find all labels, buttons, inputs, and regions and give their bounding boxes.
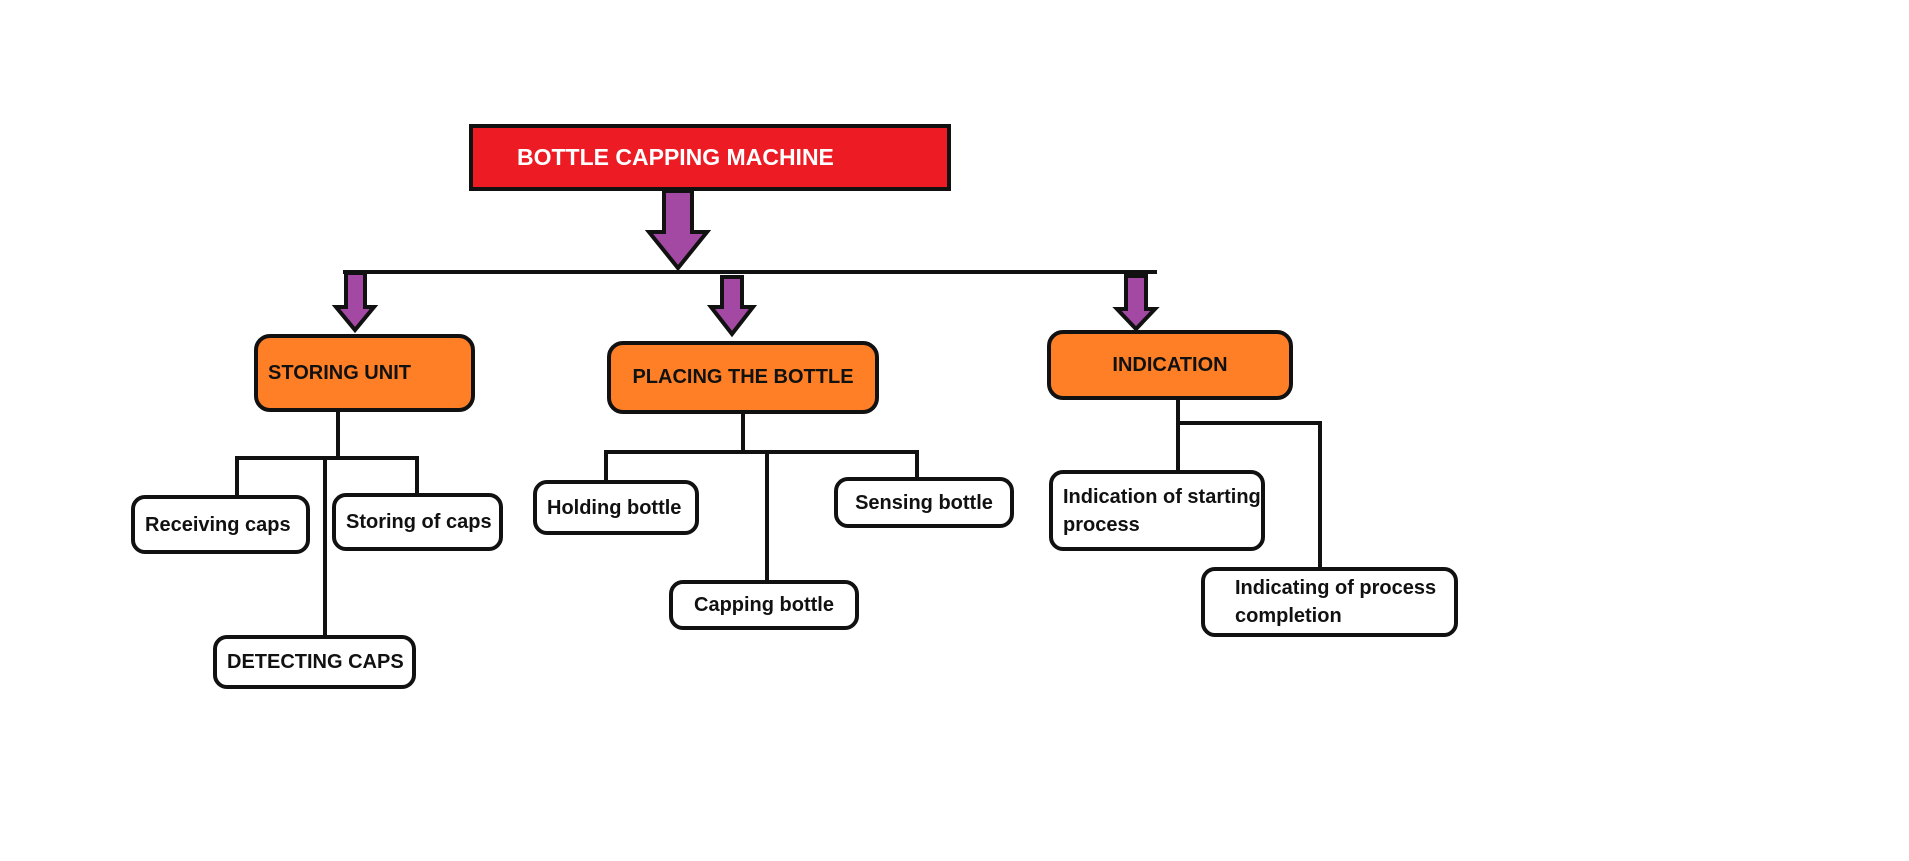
root-label: BOTTLE CAPPING MACHINE [517,144,834,170]
leaf-storing-of-caps: Storing of caps [332,493,503,551]
category-label: INDICATION [1112,353,1228,376]
category-storing-unit: STORING UNIT [254,334,475,412]
arrow-to-indication [1112,274,1160,332]
leaf-label: Storing of caps [346,511,492,533]
category-indication: INDICATION [1047,330,1293,400]
leaf-detecting-caps: DETECTING CAPS [213,635,416,689]
category-label: PLACING THE BOTTLE [632,366,854,388]
leaf-indicating-of-process-completion: Indicating of process completion [1201,567,1458,637]
root-down-arrow [644,189,712,272]
leaf-label: Capping bottle [694,594,834,616]
leaf-holding-bottle: Holding bottle [533,480,699,535]
arrow-to-placing-bottle [706,275,758,338]
leaf-label: Sensing bottle [855,491,993,514]
leaf-sensing-bottle: Sensing bottle [834,477,1014,528]
leaf-label: DETECTING CAPS [227,651,404,673]
category-placing-the-bottle: PLACING THE BOTTLE [607,341,879,414]
leaf-label: Receiving caps [145,513,291,536]
leaf-label: Indication of starting process [1063,485,1261,536]
leaf-capping-bottle: Capping bottle [669,580,859,630]
leaf-receiving-caps: Receiving caps [131,495,310,554]
arrow-to-storing-unit [331,271,379,334]
leaf-indication-of-starting-process: Indication of starting process [1049,470,1265,551]
category-label: STORING UNIT [268,361,411,384]
leaf-label: Indicating of process completion [1235,577,1437,627]
root-node: BOTTLE CAPPING MACHINE [469,124,951,191]
leaf-label: Holding bottle [547,496,682,519]
